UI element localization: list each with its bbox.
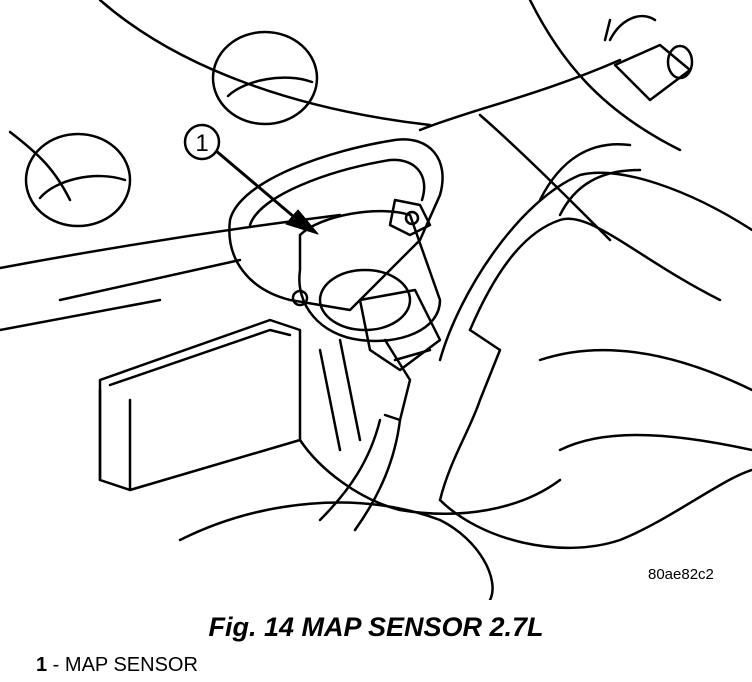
hose-outline — [468, 217, 722, 332]
callout-marker — [183, 123, 221, 161]
lower-intake — [438, 468, 752, 550]
callout-number: 1 — [195, 130, 208, 157]
legend-text: MAP SENSOR — [64, 654, 198, 676]
map-sensor-illustration: 1 — [0, 0, 752, 600]
callout-leader-line — [213, 148, 302, 224]
plenum-inner-curve — [98, 0, 432, 127]
legend-separator: - — [47, 654, 65, 676]
legend-item: 1 - MAP SENSOR — [36, 654, 198, 677]
map-sensor-body — [298, 209, 442, 343]
sensor-mount-flange — [228, 138, 444, 312]
port-hole-right — [211, 30, 319, 126]
image-code: 80ae82c2 — [648, 566, 714, 583]
wiring-harness — [318, 418, 382, 522]
callout-arrowhead — [285, 209, 319, 235]
port-hole-left — [24, 132, 132, 228]
legend-number: 1 — [36, 654, 48, 676]
vacuum-fitting — [613, 43, 692, 102]
plenum-outline — [0, 213, 342, 270]
electrical-connector — [358, 288, 442, 372]
figure-caption: Fig. 14 MAP SENSOR 2.7L — [208, 612, 544, 642]
